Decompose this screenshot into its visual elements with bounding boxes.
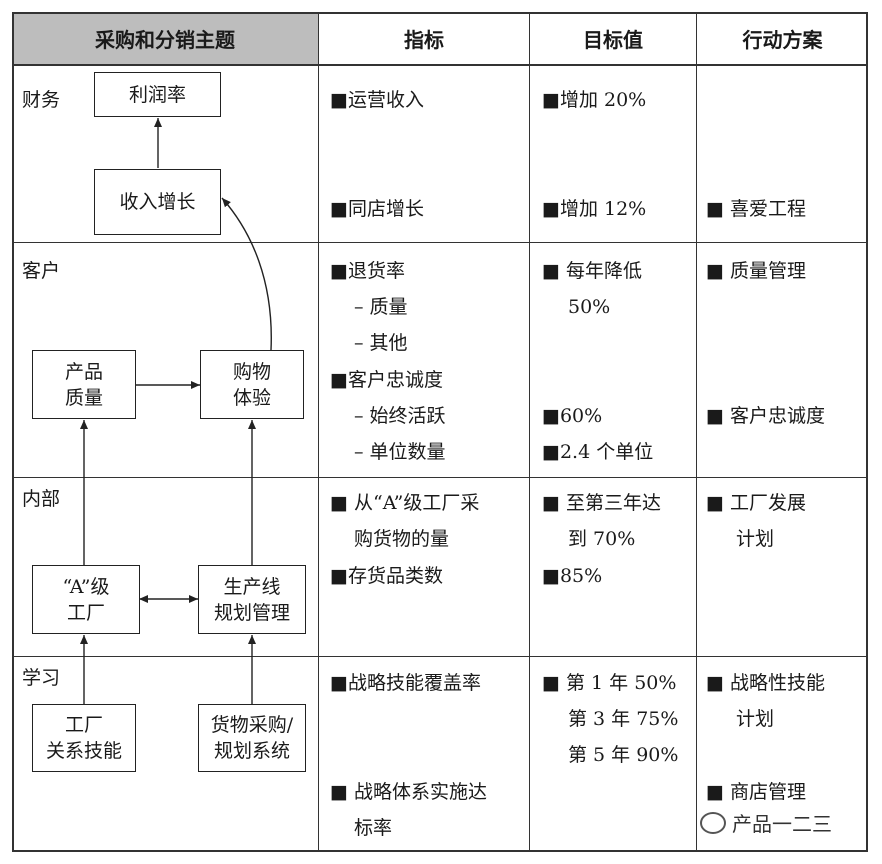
indicator-item: ■运营收入 bbox=[330, 89, 424, 111]
target-item: ■增加 12% bbox=[542, 198, 647, 220]
watermark-text: 产品一二三 bbox=[732, 812, 832, 836]
box-factory-line-2: 工厂 bbox=[66, 601, 105, 624]
indicator-item: – 其他 bbox=[354, 332, 408, 354]
header-theme: 采购和分销主题 bbox=[12, 12, 318, 64]
action-item: 计划 bbox=[736, 528, 775, 550]
row-divider-customer bbox=[12, 477, 868, 479]
box-shopping-line-2: 体验 bbox=[232, 386, 271, 409]
box-a-grade-factory: “A”级 工厂 bbox=[32, 565, 140, 634]
row-divider-header bbox=[12, 64, 868, 66]
box-skills-line-1: 工厂 bbox=[64, 714, 103, 736]
box-planning-line-1: 生产线 bbox=[223, 575, 281, 598]
border-right bbox=[866, 12, 868, 852]
border-bottom bbox=[12, 850, 868, 852]
target-item: 到 70% bbox=[568, 528, 636, 550]
indicator-item: ■战略技能覆盖率 bbox=[330, 672, 481, 694]
header-indicator: 指标 bbox=[404, 27, 444, 52]
border-top bbox=[12, 12, 868, 14]
row-divider-internal bbox=[12, 656, 868, 658]
strategy-map-arrows bbox=[80, 118, 272, 704]
action-item: ■ 客户忠诚度 bbox=[706, 405, 825, 427]
target-item: ■2.4 个单位 bbox=[542, 441, 654, 463]
box-revenue-line-1: 收入增长 bbox=[119, 191, 196, 213]
box-profit-margin: 利润率 bbox=[94, 72, 221, 117]
indicator-item: – 始终活跃 bbox=[354, 405, 446, 427]
box-planning-line-2: 规划管理 bbox=[213, 601, 290, 624]
action-item: ■ 质量管理 bbox=[706, 260, 806, 282]
action-item: ■ 商店管理 bbox=[706, 781, 806, 803]
section-customer: 客户 bbox=[22, 260, 61, 282]
target-item: ■ 每年降低 bbox=[542, 260, 642, 282]
indicator-item: ■客户忠诚度 bbox=[330, 369, 443, 391]
arrow-shopping-to-revenue bbox=[221, 197, 272, 351]
target-item: ■ 第 1 年 50% bbox=[542, 672, 677, 694]
header-target: 目标值 bbox=[583, 27, 643, 52]
box-shopping-line-1: 购物 bbox=[232, 360, 271, 383]
indicator-item: ■ 从“A”级工厂采 bbox=[330, 492, 480, 514]
section-learning: 学习 bbox=[22, 667, 61, 689]
indicator-item: ■ 战略体系实施达 bbox=[330, 781, 487, 803]
col-divider-3 bbox=[696, 12, 698, 852]
box-revenue-growth: 收入增长 bbox=[94, 169, 221, 235]
watermark: 产品一二三 bbox=[700, 808, 832, 837]
box-product-line-1: 产品 bbox=[64, 360, 103, 383]
box-product-quality: 产品 质量 bbox=[32, 350, 136, 419]
action-item: ■ 工厂发展 bbox=[706, 492, 806, 514]
target-item: 第 5 年 90% bbox=[568, 744, 679, 766]
indicator-item: ■同店增长 bbox=[330, 198, 424, 220]
box-skills-line-2: 关系技能 bbox=[45, 740, 122, 762]
box-procurement-system: 货物采购/ 规划系统 bbox=[198, 704, 306, 772]
target-item: 第 3 年 75% bbox=[568, 708, 679, 730]
target-item: ■ 至第三年达 bbox=[542, 492, 661, 514]
header-action: 行动方案 bbox=[742, 27, 823, 52]
target-item: ■60% bbox=[542, 405, 603, 427]
box-shopping-experience: 购物 体验 bbox=[200, 350, 304, 419]
box-factory-relations-skills: 工厂 关系技能 bbox=[32, 704, 136, 772]
action-item: 计划 bbox=[736, 708, 775, 730]
row-divider-finance bbox=[12, 242, 868, 244]
indicator-item: ■退货率 bbox=[330, 260, 405, 282]
section-internal: 内部 bbox=[22, 488, 61, 510]
indicator-item: – 单位数量 bbox=[354, 441, 446, 463]
box-profit-line-1: 利润率 bbox=[128, 83, 186, 106]
border-left bbox=[12, 12, 14, 852]
box-system-line-2: 规划系统 bbox=[213, 740, 290, 762]
indicator-item: – 质量 bbox=[354, 296, 408, 318]
action-item: ■ 喜爱工程 bbox=[706, 198, 806, 220]
box-factory-line-1: “A”级 bbox=[62, 575, 110, 598]
target-item: ■增加 20% bbox=[542, 89, 647, 111]
strategy-table: 采购和分销主题 指标 目标值 行动方案 财务 客户 内部 学习 bbox=[12, 12, 868, 852]
indicator-item: 标率 bbox=[354, 817, 393, 839]
chat-bubble-icon bbox=[700, 811, 726, 834]
action-item: ■ 战略性技能 bbox=[706, 672, 825, 694]
box-line-planning: 生产线 规划管理 bbox=[198, 565, 306, 634]
section-finance: 财务 bbox=[22, 89, 61, 111]
box-product-line-2: 质量 bbox=[64, 386, 103, 409]
col-divider-2 bbox=[529, 12, 531, 852]
col-divider-1 bbox=[318, 12, 320, 852]
box-system-line-1: 货物采购/ bbox=[210, 714, 294, 736]
indicator-item: 购货物的量 bbox=[354, 528, 450, 550]
target-item: ■85% bbox=[542, 565, 603, 587]
target-item: 50% bbox=[568, 296, 611, 318]
indicator-item: ■存货品类数 bbox=[330, 565, 443, 587]
